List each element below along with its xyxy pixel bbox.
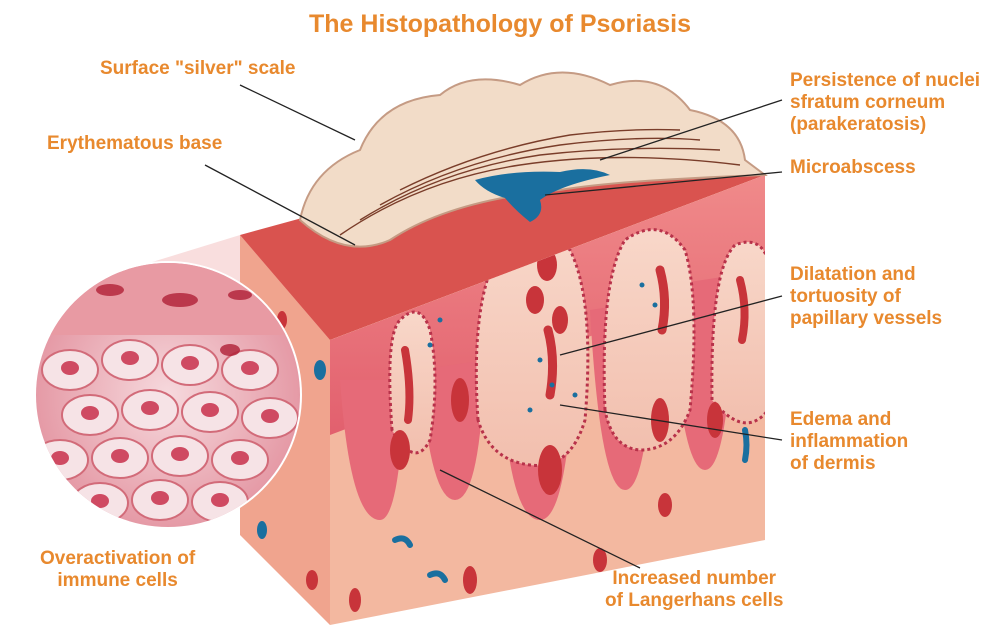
label-surface-scale: Surface "silver" scale <box>100 58 296 79</box>
label-overactivation: Overactivation of immune cells <box>40 548 196 591</box>
label-erythematous-base: Erythematous base <box>47 133 223 154</box>
label-langerhans: Increased number of Langerhans cells <box>605 568 784 611</box>
label-microabscess: Microabscess <box>790 157 916 178</box>
label-parakeratosis: Persistence of nuclei sfratum corneum (p… <box>790 70 981 135</box>
label-edema: Edema and inflammation of dermis <box>790 409 909 474</box>
page-title: The Histopathology of Psoriasis <box>309 10 691 38</box>
microabscess-mark <box>475 169 610 222</box>
magnified-cells-lens <box>34 261 302 529</box>
scale-layers <box>339 128 741 236</box>
leader-lines <box>204 84 783 569</box>
label-dilatation: Dilatation and tortuosity of papillary v… <box>790 264 943 329</box>
silver-scale <box>298 71 768 248</box>
